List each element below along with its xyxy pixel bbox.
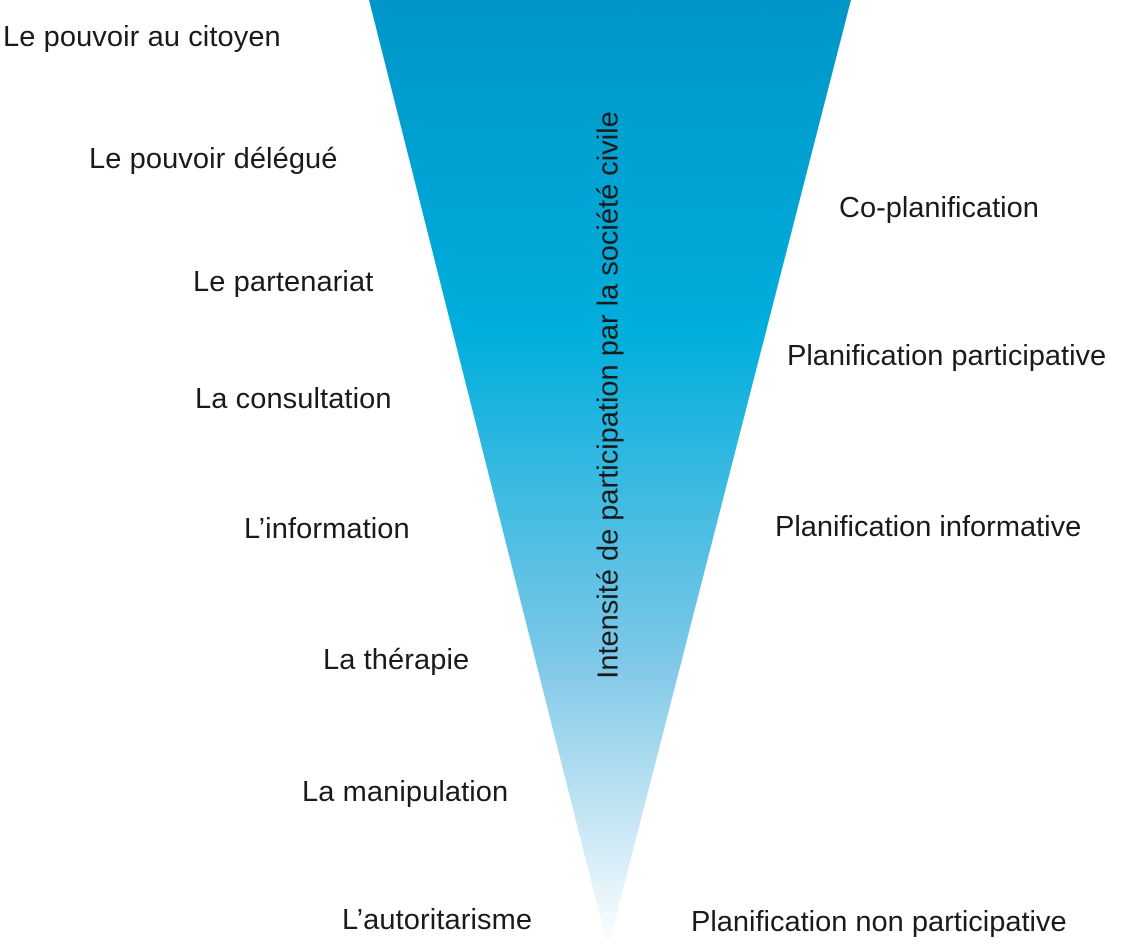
level-label-manipulation: La manipulation [302,776,509,808]
planning-label-informative: Planification informative [775,511,1082,543]
planning-label-co-planning: Co-planification [839,192,1039,224]
level-label-therapy: La thérapie [323,644,470,676]
level-label-authoritarianism: L’autoritarisme [342,904,533,936]
intensity-axis-text: Intensité de participation par la sociét… [592,111,625,679]
planning-label-participative: Planification participative [787,340,1107,372]
level-label-consultation: La consultation [195,383,392,415]
level-label-partnership: Le partenariat [193,266,374,298]
planning-label-non-participative: Planification non participative [691,906,1067,938]
level-label-information: L’information [244,513,410,545]
level-label-citizen-power: Le pouvoir au citoyen [3,21,281,53]
participation-triangle [369,0,851,948]
level-label-delegated-power: Le pouvoir délégué [89,143,338,175]
